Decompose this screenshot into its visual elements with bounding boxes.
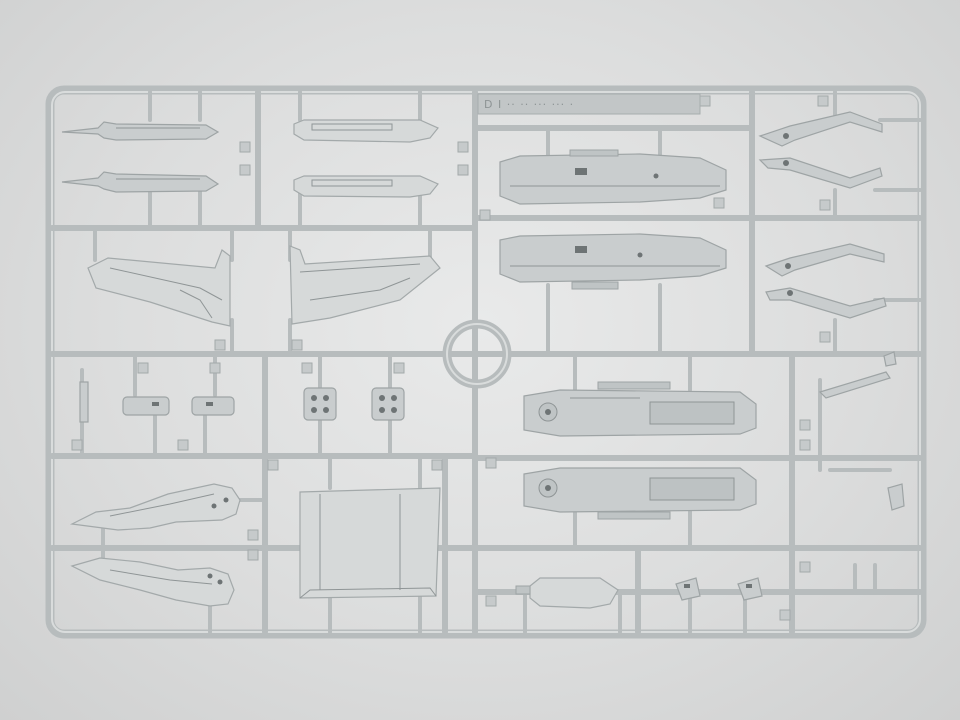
part-square-socket-right [371, 387, 405, 421]
part-intake-lower [70, 557, 235, 607]
part-arm-2 [758, 157, 883, 189]
part-bar-upper [293, 119, 439, 143]
svg-text:D I ·· ·· ··· ··· ·: D I ·· ·· ··· ··· · [484, 98, 574, 111]
sprue-runners [49, 89, 923, 635]
sprue-ring [442, 319, 512, 389]
sprue-frame [45, 85, 927, 639]
part-strut-lower [61, 171, 220, 193]
part-small-clip-left [675, 577, 701, 601]
part-square-socket-left [303, 387, 337, 421]
part-fin-right [289, 245, 441, 325]
part-arm-1 [758, 111, 883, 147]
part-fin-left [87, 249, 231, 327]
part-landing-strut [818, 351, 905, 511]
part-intake-upper [69, 483, 241, 531]
part-bar-lower [293, 175, 439, 198]
gate-stubs [80, 90, 922, 634]
part-strut-upper [61, 121, 220, 141]
part-large-plate [299, 487, 441, 599]
sprue-tags [71, 95, 831, 621]
part-small-block-right [191, 396, 235, 416]
part-small-block-left [122, 396, 170, 416]
part-cockpit-piece [515, 577, 619, 609]
part-arm-3 [764, 243, 885, 277]
part-arm-4 [765, 287, 887, 319]
part-fuselage-lower [499, 233, 727, 290]
part-panel-upper [523, 381, 757, 437]
sprue-code-plate: D I ·· ·· ··· ··· · [477, 93, 701, 115]
part-fuselage-upper [499, 149, 727, 205]
part-panel-lower [523, 467, 757, 520]
part-pin [79, 381, 89, 423]
part-small-clip-right [737, 577, 763, 601]
